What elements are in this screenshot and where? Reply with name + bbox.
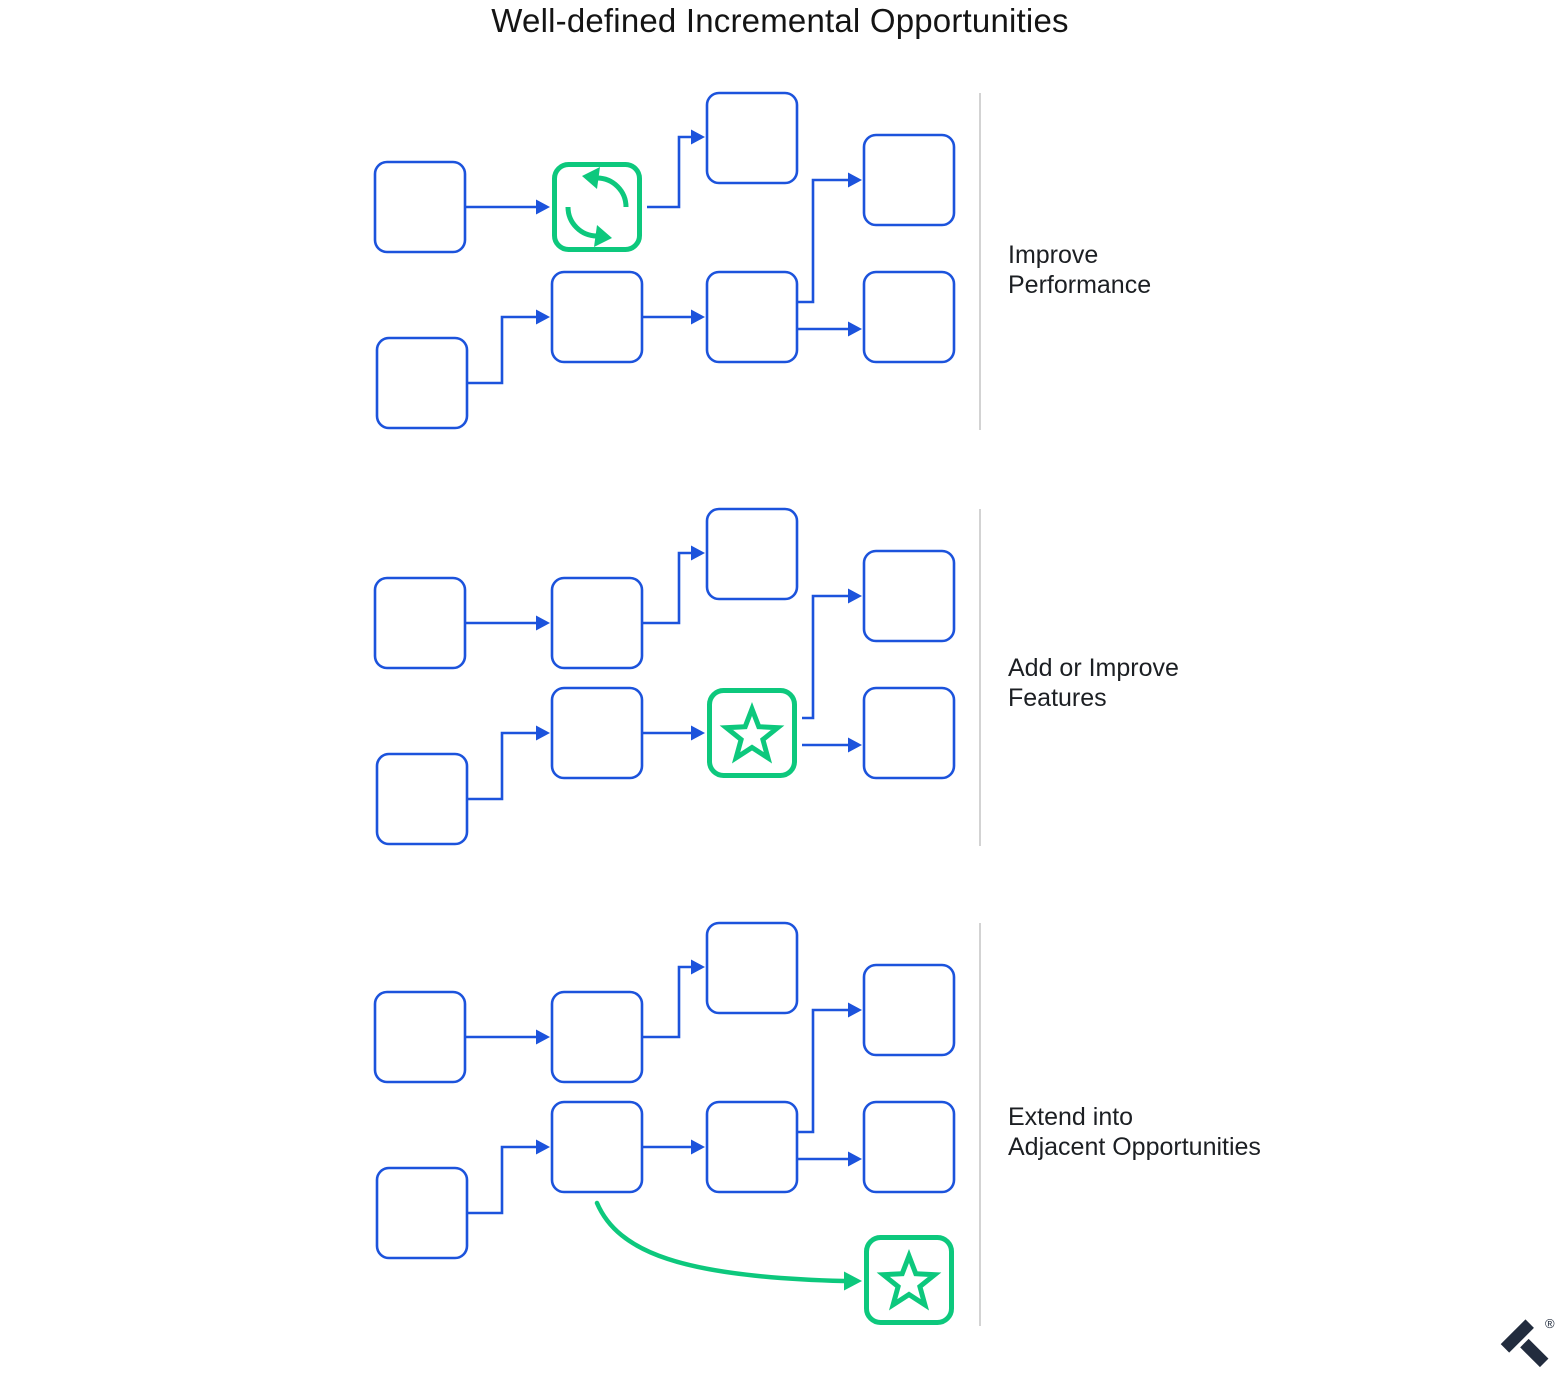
section-label-add-features: Add or Improve Features — [1008, 653, 1348, 713]
toptal-logo: ® — [1500, 1316, 1555, 1368]
flow-diagram-improve-performance — [373, 91, 981, 430]
label-line: Extend into — [1008, 1103, 1134, 1131]
section-label-extend-adjacent: Extend into Adjacent Opportunities — [1008, 1102, 1348, 1162]
label-line: Performance — [1008, 271, 1152, 299]
connector-arrow — [647, 129, 705, 209]
flow-box — [550, 270, 644, 364]
connector-arrow — [642, 959, 705, 1039]
flow-box — [373, 160, 467, 254]
connector-arrow — [797, 321, 862, 337]
flow-box — [862, 963, 956, 1057]
connector-arrow — [642, 309, 705, 325]
connector-arrow — [642, 545, 705, 625]
star-icon — [876, 1249, 942, 1311]
connector-arrow — [797, 1151, 862, 1167]
connector-arrow — [797, 172, 862, 304]
flow-box — [862, 686, 956, 780]
highlight-box-adjacent — [864, 1235, 954, 1325]
flow-box — [862, 549, 956, 643]
section-label-improve-performance: Improve Performance — [1008, 240, 1348, 300]
toptal-logo-mark — [1500, 1319, 1549, 1368]
label-line: Features — [1008, 684, 1107, 712]
flow-box — [705, 507, 799, 601]
connector-arrow — [465, 1029, 550, 1045]
connector-arrow — [465, 615, 550, 631]
flow-box — [373, 576, 467, 670]
flow-box — [705, 270, 799, 364]
connector-arrow — [467, 1139, 550, 1215]
flow-box — [705, 1100, 799, 1194]
connector-arrow — [642, 1139, 705, 1155]
flow-box — [705, 91, 799, 185]
refresh-cycle-icon — [565, 167, 629, 247]
connector-arrow — [467, 309, 550, 385]
flow-box — [550, 1100, 644, 1194]
connector-arrow — [797, 1002, 862, 1134]
label-line: Adjacent Opportunities — [1008, 1133, 1261, 1161]
flow-box — [375, 752, 469, 846]
registered-trademark: ® — [1545, 1316, 1555, 1331]
connector-arrow — [467, 725, 550, 801]
flow-box — [375, 1166, 469, 1260]
highlight-box-improve — [552, 162, 642, 252]
label-line: Improve — [1008, 241, 1099, 269]
flow-box — [550, 990, 644, 1084]
extension-curve-arrow — [594, 1200, 862, 1291]
star-icon — [719, 702, 785, 764]
flow-box — [373, 990, 467, 1084]
flow-box — [375, 336, 469, 430]
connector-arrow — [802, 737, 862, 753]
page-title: Well-defined Incremental Opportunities — [491, 2, 1069, 39]
flow-diagram-add-features — [373, 507, 981, 846]
flow-diagram-extend-adjacent — [373, 921, 981, 1326]
flow-box — [550, 686, 644, 780]
connector-arrow — [802, 588, 862, 720]
label-line: Add or Improve — [1008, 654, 1179, 682]
flow-box — [862, 270, 956, 364]
highlight-box-feature — [707, 688, 797, 778]
connector-arrow — [465, 199, 550, 215]
connector-arrow — [642, 725, 705, 741]
flow-box — [862, 133, 956, 227]
flow-box — [862, 1100, 956, 1194]
flow-box — [550, 576, 644, 670]
flow-box — [705, 921, 799, 1015]
